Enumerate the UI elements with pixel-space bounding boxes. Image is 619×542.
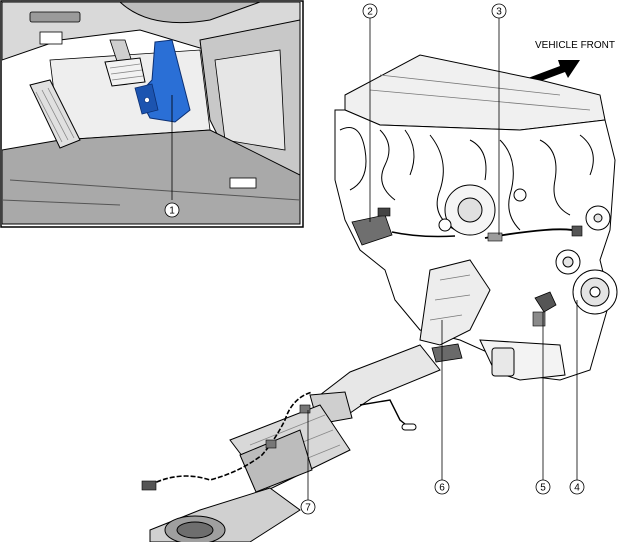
component-7-harness [149, 391, 313, 486]
component-7-sensor-a [265, 439, 277, 449]
component-2-module [351, 214, 393, 246]
callout-6-label: 6 [439, 483, 445, 494]
callout-3-label: 3 [496, 7, 502, 18]
engine-block [334, 109, 616, 381]
sensor-components [351, 207, 583, 363]
vehicle-front-indicator: VEHICLE FRONT [528, 40, 615, 84]
callout-5: 5 [535, 479, 551, 495]
callout-1-label: 1 [169, 206, 175, 217]
callout-4-label: 4 [574, 483, 580, 494]
floor-ridge-2 [2, 199, 121, 206]
component-6-sensor [431, 343, 463, 363]
pedal-inset: 1 [0, 0, 304, 228]
console-panel [214, 49, 286, 151]
steering-column [119, 2, 261, 24]
component-3-connector-end [571, 225, 583, 237]
exhaust-hanger [359, 399, 411, 429]
component-2-harness [391, 231, 456, 238]
front-arrow [528, 60, 580, 84]
component-7-connector [141, 480, 157, 491]
callout-6: 6 [434, 479, 450, 495]
callout-2: 2 [362, 3, 378, 19]
vent-slot [29, 11, 81, 23]
component-7-sensor-b [299, 404, 311, 414]
component-3-connector [487, 232, 503, 242]
floor-ridge [9, 179, 301, 201]
component-5-bracket [532, 311, 546, 327]
oil-filter [491, 347, 515, 377]
callout-2-label: 2 [367, 7, 373, 18]
callouts [307, 18, 578, 500]
callout-1: 1 [164, 202, 180, 218]
callout-7: 7 [300, 499, 316, 515]
switch-block [39, 31, 63, 45]
vehicle-front-label: VEHICLE FRONT [535, 40, 615, 51]
callout-5-label: 5 [540, 483, 546, 494]
converter-heatshield [239, 429, 313, 493]
callout-4: 4 [569, 479, 585, 495]
exhaust-downpipe [419, 259, 491, 346]
floor-clip [229, 177, 257, 189]
component-2-connector [377, 207, 391, 217]
exhaust-assembly [141, 344, 441, 542]
component-5-sensor [534, 291, 557, 313]
callout-3: 3 [491, 3, 507, 19]
callout-7-label: 7 [305, 503, 311, 514]
footrest [29, 79, 81, 149]
